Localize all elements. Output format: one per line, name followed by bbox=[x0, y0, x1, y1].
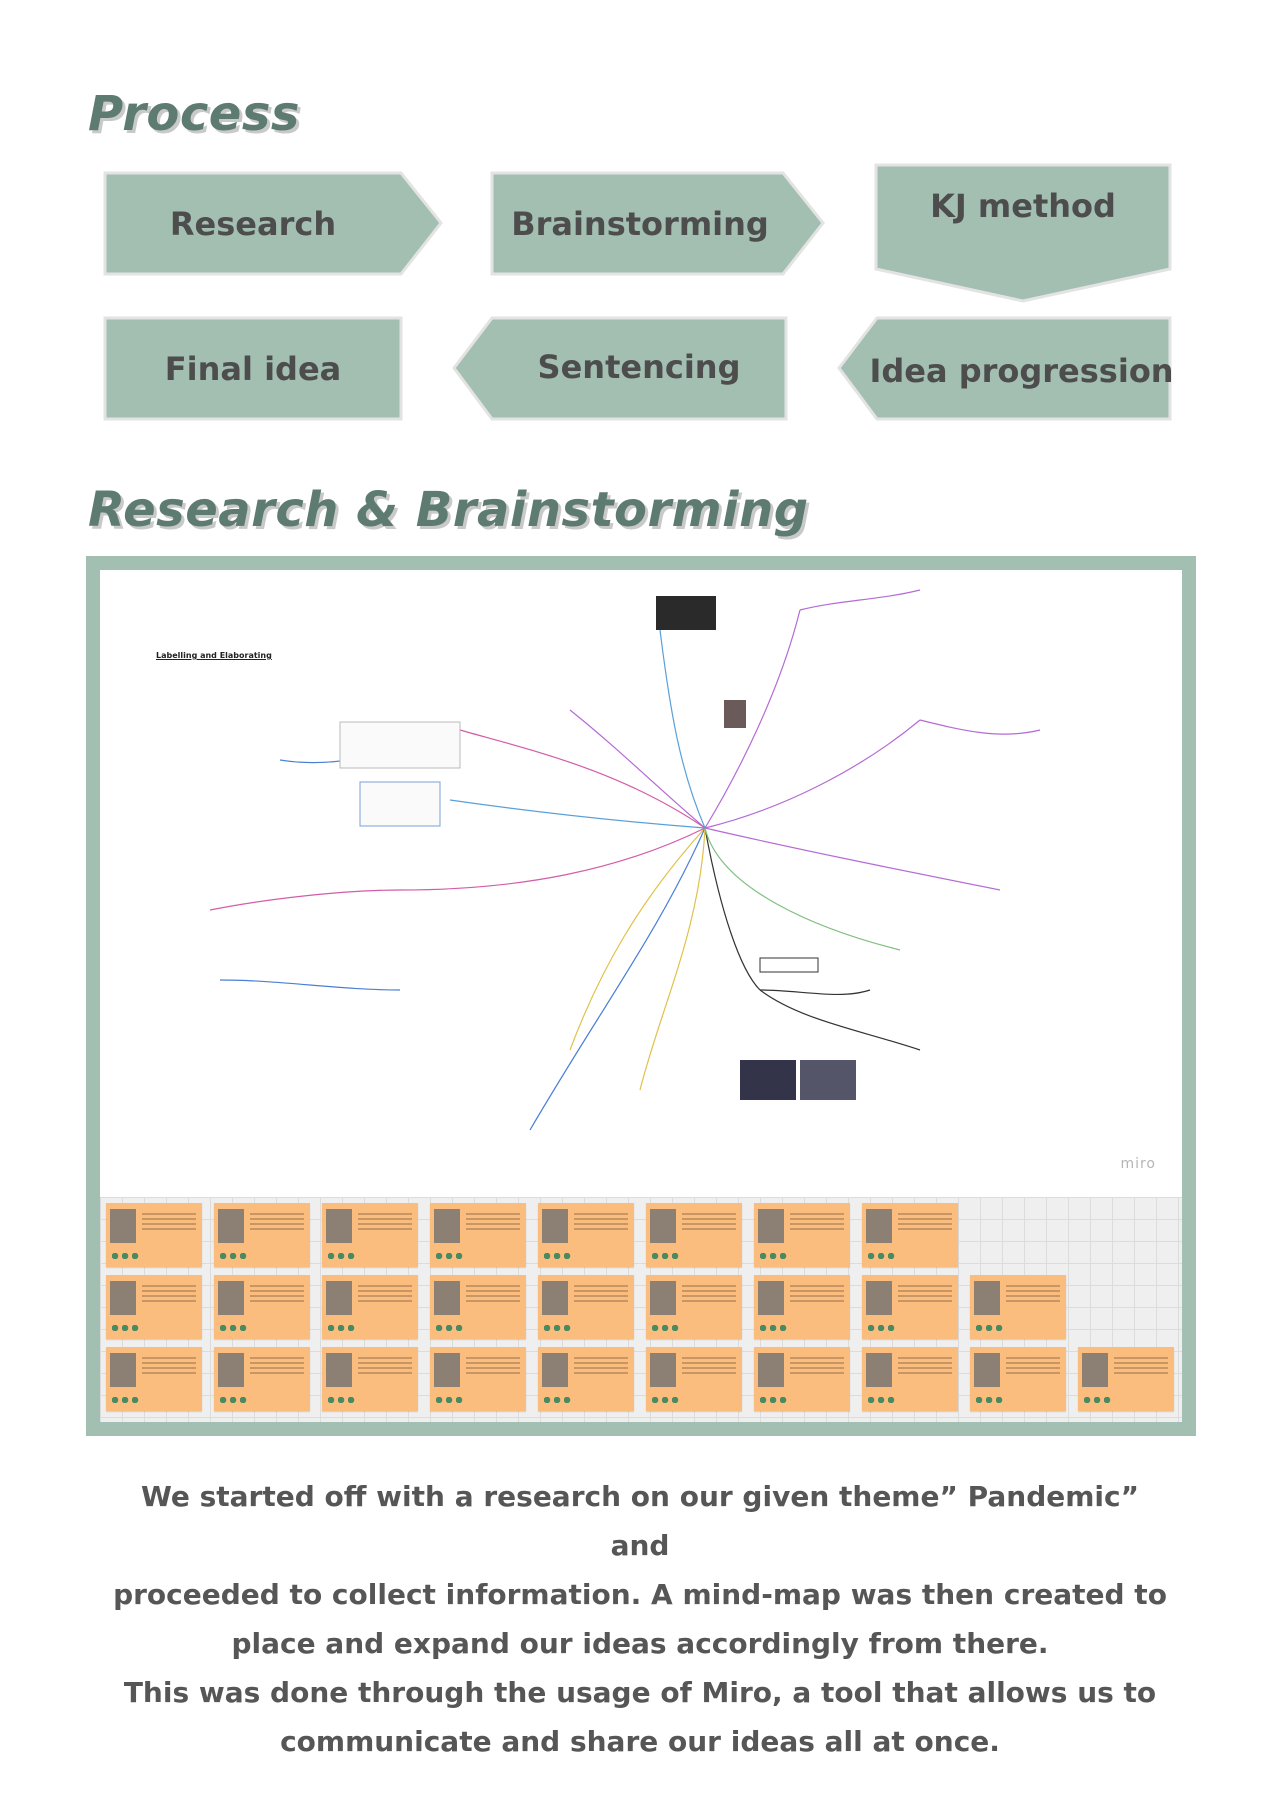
description-line: communicate and share our ideas all at o… bbox=[280, 1725, 1000, 1758]
sticky-note bbox=[214, 1275, 310, 1339]
process-step-research: Research bbox=[103, 171, 443, 276]
sticky-note bbox=[106, 1203, 202, 1267]
sticky-note bbox=[322, 1275, 418, 1339]
mind-map-graphic bbox=[209, 589, 1041, 1131]
description-paragraph: We started off with a research on our gi… bbox=[110, 1472, 1170, 1766]
arrow-left-shape bbox=[452, 316, 788, 421]
sticky-note bbox=[970, 1275, 1066, 1339]
process-step-label: Sentencing bbox=[537, 347, 741, 386]
description-line: place and expand our ideas accordingly f… bbox=[231, 1627, 1049, 1660]
process-step-brainstorming: Brainstorming bbox=[490, 171, 825, 276]
research-brainstorming-heading: Research & Brainstorming bbox=[88, 482, 809, 538]
process-step-label: KJ method bbox=[930, 187, 1116, 225]
description-line: We started off with a research on our gi… bbox=[140, 1480, 1140, 1562]
process-heading: Process bbox=[88, 86, 300, 142]
arrow-right-shape bbox=[490, 171, 825, 276]
miro-board-screenshot: Labelling and Elaborating miro bbox=[100, 570, 1182, 1422]
process-step-kj-method: KJ method bbox=[874, 163, 1172, 303]
sticky-note bbox=[106, 1275, 202, 1339]
sticky-note bbox=[430, 1347, 526, 1411]
description-line: proceeded to collect information. A mind… bbox=[113, 1578, 1167, 1611]
sticky-note bbox=[538, 1347, 634, 1411]
process-step-label: Brainstorming bbox=[511, 204, 769, 243]
miro-logo: miro bbox=[1120, 1156, 1156, 1172]
sticky-note bbox=[646, 1275, 742, 1339]
sticky-note bbox=[322, 1347, 418, 1411]
sticky-note bbox=[538, 1203, 634, 1267]
sticky-note bbox=[214, 1203, 310, 1267]
process-step-label: Final idea bbox=[164, 349, 342, 388]
sticky-note bbox=[754, 1275, 850, 1339]
arrow-down-shape bbox=[874, 163, 1172, 303]
sticky-note bbox=[430, 1203, 526, 1267]
sticky-note bbox=[322, 1203, 418, 1267]
sticky-note bbox=[214, 1347, 310, 1411]
sticky-note bbox=[538, 1275, 634, 1339]
process-step-label: Research bbox=[169, 204, 337, 243]
process-step-sentencing: Sentencing bbox=[452, 316, 788, 421]
sticky-note bbox=[862, 1347, 958, 1411]
arrow-left-shape bbox=[837, 316, 1172, 421]
sticky-note bbox=[970, 1347, 1066, 1411]
sticky-note bbox=[106, 1347, 202, 1411]
description-line: This was done through the usage of Miro,… bbox=[123, 1676, 1157, 1709]
process-step-label: Idea progression bbox=[869, 351, 1174, 390]
board-title: Labelling and Elaborating bbox=[156, 651, 272, 660]
sticky-note bbox=[754, 1347, 850, 1411]
rectangle-shape bbox=[103, 316, 403, 421]
sticky-note bbox=[646, 1203, 742, 1267]
process-step-final-idea: Final idea bbox=[103, 316, 403, 421]
sticky-note bbox=[430, 1275, 526, 1339]
sticky-notes-area bbox=[100, 1197, 1182, 1422]
miro-board-frame: Labelling and Elaborating miro bbox=[86, 556, 1196, 1436]
sticky-note bbox=[646, 1347, 742, 1411]
sticky-note bbox=[754, 1203, 850, 1267]
process-step-idea-progression: Idea progression bbox=[837, 316, 1174, 421]
sticky-note bbox=[1078, 1347, 1174, 1411]
sticky-note bbox=[862, 1203, 958, 1267]
arrow-right-shape bbox=[103, 171, 443, 276]
sticky-note bbox=[862, 1275, 958, 1339]
